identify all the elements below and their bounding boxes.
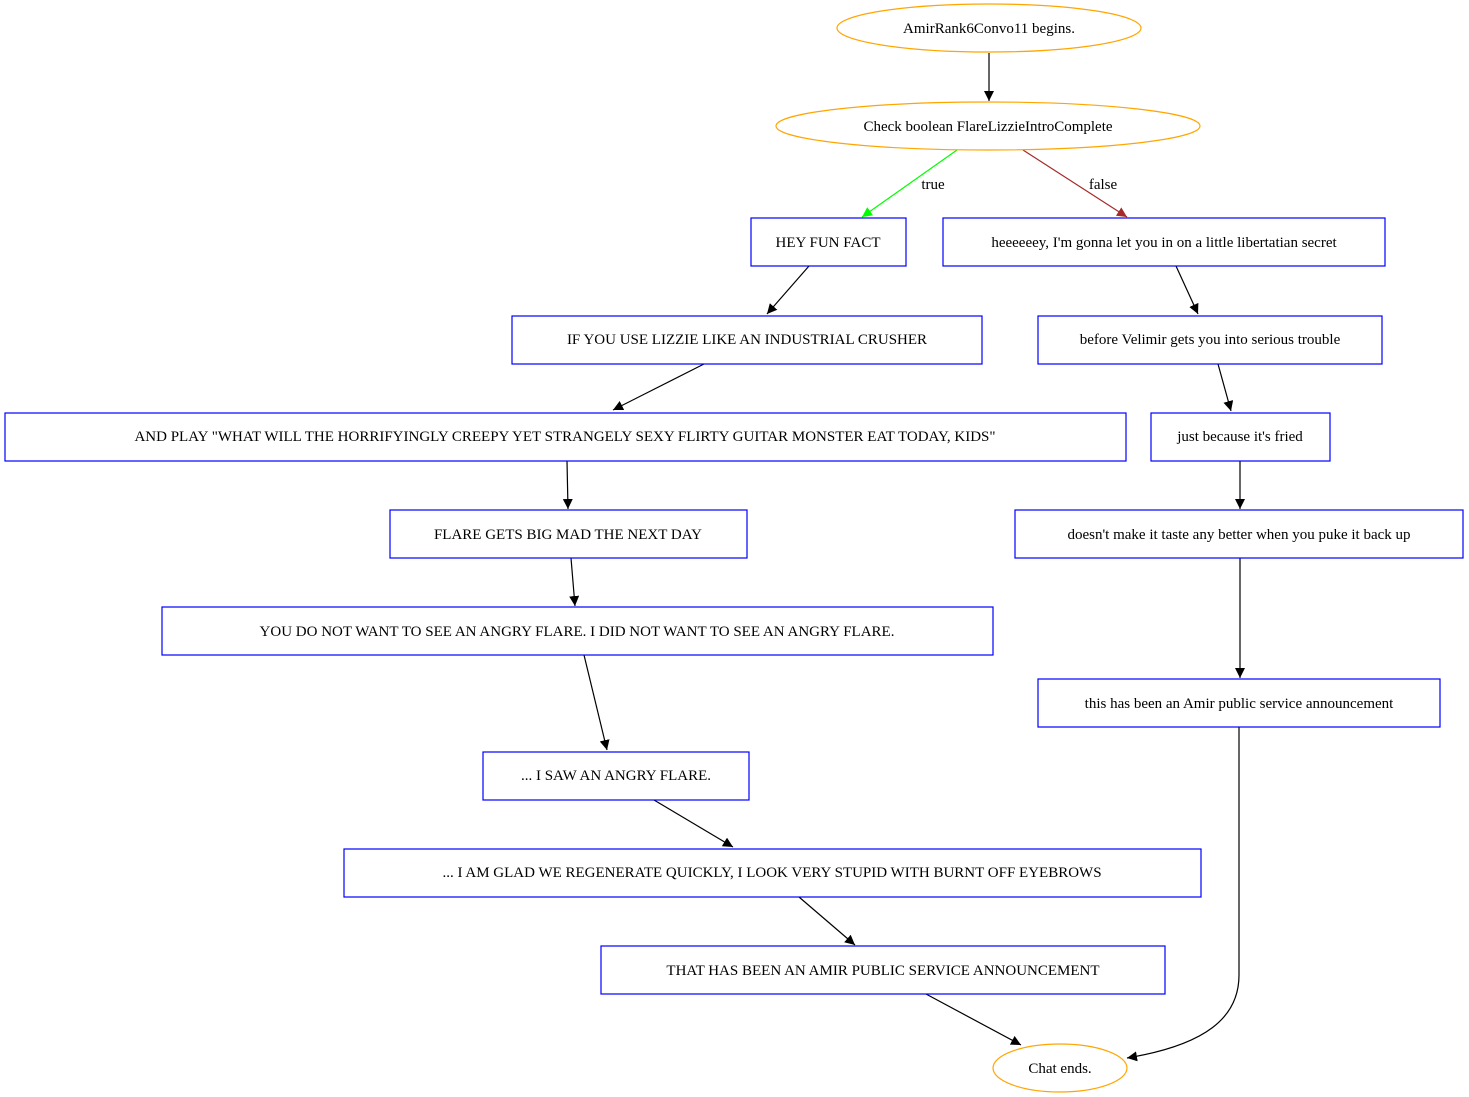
node-libertatian-secret xyxy=(942,217,1386,267)
edge-t4-to-t5 xyxy=(569,557,580,607)
node-fried-label: just because it's fried xyxy=(1176,429,1303,445)
node-guitar-monster xyxy=(4,412,1127,462)
node-amir-psa-label: this has been an Amir public service ann… xyxy=(1085,696,1394,712)
edge-t7-to-t8 xyxy=(798,896,856,946)
true-edge-label: true xyxy=(921,177,945,193)
node-lizzie-crusher xyxy=(511,315,983,365)
node-burnt-eyebrows xyxy=(343,848,1202,898)
node-saw-angry-flare xyxy=(482,751,750,801)
end-node-label: Chat ends. xyxy=(1028,1061,1091,1077)
edge-t2-to-t3 xyxy=(612,363,705,411)
node-fried xyxy=(1150,412,1331,462)
node-hey-fun-fact-label: HEY FUN FACT xyxy=(775,235,880,251)
node-libertatian-secret-label: heeeeeey, I'm gonna let you in on a litt… xyxy=(991,235,1337,251)
check-node xyxy=(775,101,1201,151)
edge-f5-to-end xyxy=(1126,727,1240,1062)
edge-t1-to-t2 xyxy=(766,265,810,315)
node-amir-psa xyxy=(1037,678,1441,728)
node-flare-mad xyxy=(389,509,748,559)
node-puke-back-up-label: doesn't make it taste any better when yo… xyxy=(1067,527,1410,543)
node-hey-fun-fact xyxy=(750,217,907,267)
start-node-label: AmirRank6Convo11 begins. xyxy=(903,21,1075,37)
node-puke-back-up xyxy=(1014,509,1464,559)
start-node xyxy=(836,3,1142,53)
edge-t8-to-end xyxy=(925,993,1022,1046)
end-node xyxy=(992,1043,1128,1093)
node-amir-psa-caps xyxy=(600,945,1166,995)
edge-t5-to-t6 xyxy=(583,654,610,751)
edge-t6-to-t7 xyxy=(653,799,734,848)
node-flare-mad-label: FLARE GETS BIG MAD THE NEXT DAY xyxy=(434,527,702,543)
edge-check-false xyxy=(1022,149,1128,218)
node-angry-flare-warning-label: YOU DO NOT WANT TO SEE AN ANGRY FLARE. I… xyxy=(260,624,895,640)
node-velimir-trouble-label: before Velimir gets you into serious tro… xyxy=(1080,332,1341,348)
node-saw-angry-flare-label: ... I SAW AN ANGRY FLARE. xyxy=(521,768,711,784)
node-velimir-trouble xyxy=(1037,315,1383,365)
node-amir-psa-caps-label: THAT HAS BEEN AN AMIR PUBLIC SERVICE ANN… xyxy=(666,963,1099,979)
edge-f1-to-f2 xyxy=(1175,265,1199,315)
edge-t3-to-t4 xyxy=(562,460,573,510)
check-node-label: Check boolean FlareLizzieIntroComplete xyxy=(863,119,1112,135)
node-burnt-eyebrows-label: ... I AM GLAD WE REGENERATE QUICKLY, I L… xyxy=(442,865,1101,881)
edge-f2-to-f3 xyxy=(1217,363,1234,412)
node-guitar-monster-label: AND PLAY "WHAT WILL THE HORRIFYINGLY CRE… xyxy=(134,429,995,445)
node-lizzie-crusher-label: IF YOU USE LIZZIE LIKE AN INDUSTRIAL CRU… xyxy=(567,332,927,348)
nodes: AmirRank6Convo11 begins. Check boolean F… xyxy=(4,3,1464,1093)
node-angry-flare-warning xyxy=(161,606,994,656)
edges xyxy=(562,53,1245,1062)
edge-check-true xyxy=(861,149,958,218)
false-edge-label: false xyxy=(1089,177,1118,193)
